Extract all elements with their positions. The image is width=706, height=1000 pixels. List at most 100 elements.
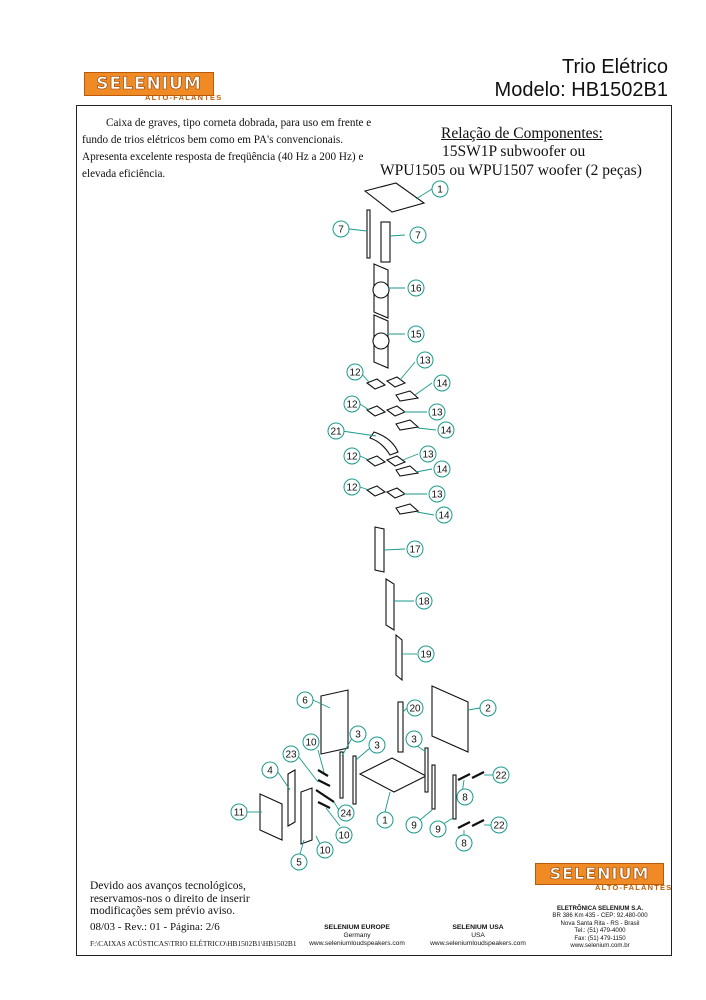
callout-label: 10 xyxy=(319,846,331,857)
callout-bubble xyxy=(417,645,435,663)
callout-label: 10 xyxy=(338,831,350,842)
callout-bubble xyxy=(437,421,455,439)
strip-7-left xyxy=(366,209,371,259)
callout-bubble xyxy=(335,826,353,844)
callout-bubble xyxy=(490,816,508,834)
callout-label: 14 xyxy=(438,511,450,522)
callout-label: 1 xyxy=(382,816,388,827)
callout-bubble xyxy=(230,803,248,821)
callout-label: 8 xyxy=(461,839,467,850)
callout-label: 20 xyxy=(409,704,421,715)
panel-2 xyxy=(431,685,469,753)
callout-label: 24 xyxy=(340,809,352,820)
callout-label: 9 xyxy=(411,821,417,832)
callout-label: 13 xyxy=(419,356,431,367)
callout-label: 13 xyxy=(431,490,443,501)
callout-bubble xyxy=(261,761,279,779)
panel-6 xyxy=(320,689,349,755)
callout-label: 6 xyxy=(302,696,308,707)
callout-bubble xyxy=(296,691,314,709)
panel-20 xyxy=(397,701,404,753)
logo-word-bottom: SELENIUM xyxy=(549,864,650,884)
callout-bubble xyxy=(407,279,425,297)
model-title: Modelo: HB1502B1 xyxy=(494,79,668,101)
callout-bubble xyxy=(282,745,300,763)
callout-label: 17 xyxy=(409,545,421,556)
company-info: ELETRÔNICA SELENIUM S.A. BR 386 Km 435 -… xyxy=(552,905,648,950)
wedge-14a xyxy=(395,390,420,402)
callout-label: 1 xyxy=(437,185,443,196)
callout-label: 12 xyxy=(346,452,358,463)
bar-23 xyxy=(317,779,331,787)
callout-label: 3 xyxy=(411,735,417,746)
block-13a xyxy=(385,376,407,388)
callout-bubble xyxy=(316,841,334,859)
callout-bubble xyxy=(332,220,350,238)
callout-bubble xyxy=(349,725,367,743)
block-12b xyxy=(365,405,387,417)
strip-3b xyxy=(352,755,357,805)
callout-label: 12 xyxy=(346,400,358,411)
callout-label: 22 xyxy=(493,821,505,832)
block-13c xyxy=(385,455,407,467)
strip-7-right xyxy=(380,221,391,263)
logo-subtitle-bottom: ALTO-FALANTES xyxy=(595,883,673,892)
callout-bubble xyxy=(428,403,446,421)
selenium-logo-bottom: SELENIUM xyxy=(535,863,664,885)
wedge-14c xyxy=(395,465,420,477)
callout-label: 5 xyxy=(296,858,302,869)
callout-bubble xyxy=(327,422,345,440)
callout-bubble xyxy=(479,699,497,717)
callout-bubble xyxy=(406,540,424,558)
callout-label: 15 xyxy=(410,330,422,341)
panel-18 xyxy=(385,578,395,631)
panel-11 xyxy=(259,793,283,841)
curve-21 xyxy=(369,431,399,456)
bar-10a xyxy=(317,769,329,777)
components-heading: Relação de Componentes: xyxy=(441,125,603,142)
callout-label: 7 xyxy=(338,225,344,236)
callout-label: 13 xyxy=(431,408,443,419)
bar-8b xyxy=(457,821,471,829)
callout-bubble xyxy=(343,447,361,465)
revision-info: 08/03 - Rev.: 01 - Página: 2/6 xyxy=(90,921,220,933)
callout-label: 22 xyxy=(495,771,507,782)
logo-word: SELENIUM xyxy=(96,74,202,95)
bar-8a xyxy=(457,773,471,781)
strip-9b xyxy=(452,774,457,820)
drawing-frame xyxy=(76,105,672,956)
callout-bubble xyxy=(405,816,423,834)
bar-10b xyxy=(317,801,331,809)
callout-bubble xyxy=(429,820,447,838)
leader-lines xyxy=(247,188,494,855)
callout-bubble xyxy=(376,811,394,829)
callout-label: 12 xyxy=(346,483,358,494)
bar-22a xyxy=(471,771,485,779)
callout-label: 8 xyxy=(462,793,468,804)
callout-label: 21 xyxy=(330,427,342,438)
panel-4 xyxy=(287,769,296,827)
callout-label: 16 xyxy=(410,284,422,295)
page-title: Trio Elétrico xyxy=(562,56,668,78)
office-europe: SELENIUM EUROPE Germany www.seleniumloud… xyxy=(309,924,405,947)
callout-label: 13 xyxy=(422,450,434,461)
callout-label: 9 xyxy=(435,825,441,836)
callout-bubble xyxy=(431,180,449,198)
callout-label: 19 xyxy=(420,650,432,661)
callout-bubble xyxy=(346,363,364,381)
callout-bubble xyxy=(428,485,446,503)
wedge-14d xyxy=(395,503,420,515)
callout-bubble xyxy=(492,766,510,784)
block-12c xyxy=(365,455,387,467)
callout-bubble xyxy=(405,730,423,748)
callout-bubble xyxy=(455,834,473,852)
callout-label: 2 xyxy=(485,704,491,715)
callout-bubble xyxy=(433,460,451,478)
callout-bubble xyxy=(409,226,427,244)
callout-bubble xyxy=(406,699,424,717)
components-line1: 15SW1P subwoofer ou xyxy=(442,143,586,160)
callout-bubble xyxy=(302,733,320,751)
callout-label: 18 xyxy=(418,597,430,608)
